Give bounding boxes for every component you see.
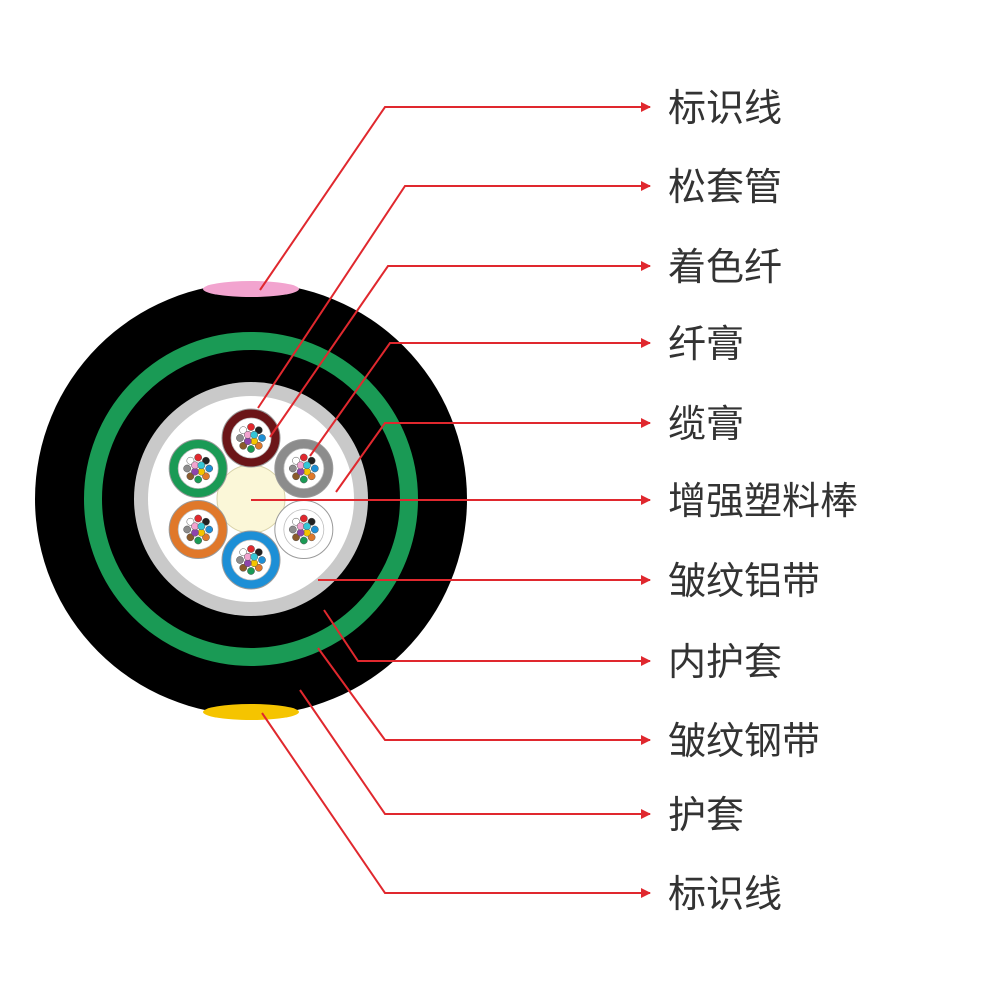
label-marker-line-bottom: 标识线 [668,872,782,916]
colored-fiber [307,517,316,526]
leader-line-10 [299,689,651,819]
colored-fiber [292,472,300,481]
label-loose-tube: 松套管 [668,165,782,209]
colored-fiber [288,525,297,534]
colored-fiber [288,464,297,473]
marker-line-bottom [203,704,299,720]
colored-fiber [186,472,195,481]
leader-line-11 [261,712,651,898]
colored-fiber [186,517,195,526]
colored-fiber [307,533,316,542]
leader-line-9 [317,647,651,745]
colored-fiber [299,514,308,523]
colored-fiber [258,556,266,564]
white-tube [274,500,334,559]
colored-fiber [205,464,214,473]
colored-fiber [254,563,263,572]
marker-line-top [203,281,299,297]
label-marker-line-top: 标识线 [668,86,782,130]
colored-fiber [239,563,248,572]
colored-fiber [247,567,255,575]
leader-line-5 [335,418,651,493]
colored-fiber [310,464,319,473]
colored-fiber [303,461,311,470]
colored-fiber [205,525,214,534]
label-steel-band: 皱纹钢带 [668,719,820,763]
colored-fiber [194,475,203,484]
leader-line-2 [257,181,651,409]
brown-tube [221,408,281,468]
colored-fiber [247,423,255,431]
blue-tube [221,530,281,590]
colored-fiber [202,533,210,542]
colored-fiber [307,472,316,481]
colored-fiber [307,456,316,465]
loose-tubes [168,408,334,590]
colored-fiber [194,514,203,523]
colored-fiber [250,430,259,439]
colored-fiber [239,548,248,557]
colored-fiber [186,456,195,465]
colored-fiber [183,525,192,534]
colored-fiber [250,552,259,561]
colored-fiber [236,434,244,442]
colored-fiber [202,517,210,526]
label-aluminum-band: 皱纹铝带 [668,559,820,603]
colored-fiber [236,556,244,564]
leader-line-4 [309,338,651,457]
leader-line-3 [269,261,651,438]
colored-fiber [202,472,210,481]
colored-fiber [186,533,195,542]
label-colored-fiber: 着色纤 [668,245,782,289]
gray-tube [274,439,334,498]
colored-fiber [247,445,255,453]
labels: 标识线 松套管 着色纤 纤膏 缆膏 增强塑料棒 皱纹铝带 内护套 皱纹钢带 护套… [668,86,858,916]
label-inner-sheath: 内护套 [668,640,782,684]
colored-fiber [292,456,300,465]
colored-fiber [194,536,203,545]
colored-fiber [254,548,263,557]
colored-fiber [197,522,206,531]
green-tube [168,439,228,498]
colored-fiber [254,426,263,435]
colored-fiber [292,533,300,542]
label-cable-gel: 缆膏 [668,402,744,446]
colored-fiber [258,434,266,442]
label-outer-sheath: 护套 [668,793,744,837]
colored-fiber [299,475,308,484]
colored-fiber [310,525,319,534]
label-frp-rod: 增强塑料棒 [668,479,858,523]
colored-fiber [247,545,255,553]
colored-fiber [197,461,206,470]
colored-fiber [254,441,263,450]
colored-fiber [303,522,311,531]
leader-line-1 [259,102,651,291]
leader-line-8 [323,609,651,666]
colored-fiber [299,536,308,545]
colored-fiber [194,453,203,462]
colored-fiber [239,426,248,435]
colored-fiber [239,441,248,450]
colored-fiber [183,464,192,473]
label-fiber-gel: 纤膏 [668,322,744,366]
colored-fiber [202,456,210,465]
leader-lines [251,102,651,898]
orange-tube [168,500,228,559]
colored-fiber [299,453,308,462]
colored-fiber [292,517,300,526]
